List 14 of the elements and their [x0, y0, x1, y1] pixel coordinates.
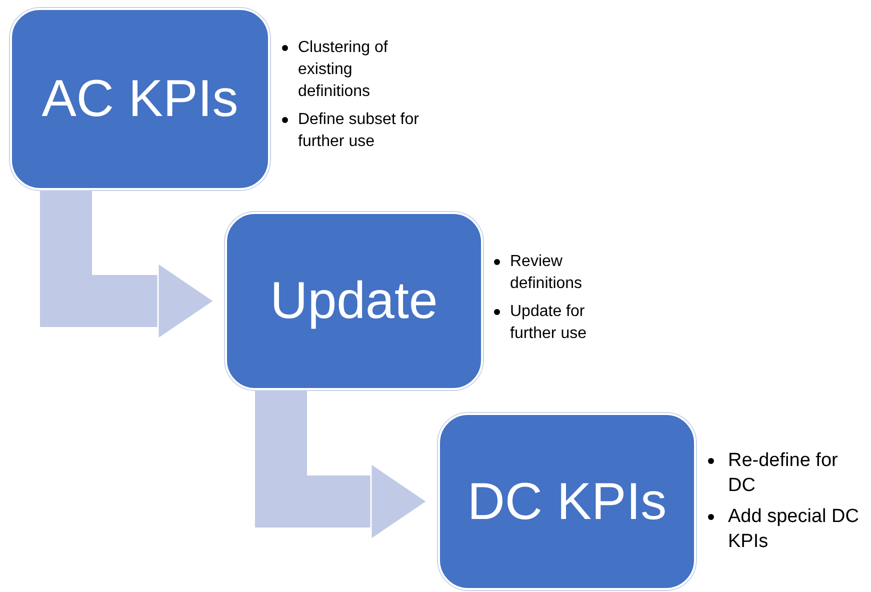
process-box	[10, 8, 270, 190]
bullet-text: Define subset for further use	[298, 110, 420, 152]
bullet-text: Clustering of existing definitions	[298, 38, 389, 102]
bullet-text: Update for further use	[510, 302, 588, 344]
process-box	[225, 212, 483, 390]
box-title: Update	[270, 271, 438, 331]
box-title: AC KPIs	[42, 69, 238, 129]
bent-arrow	[40, 190, 215, 340]
bullet-text: Re-define for DC	[728, 449, 839, 498]
bullet-text: Review definitions	[510, 252, 584, 294]
bullet-text: Add special DC KPIs	[728, 505, 860, 554]
bent-arrow	[255, 390, 428, 540]
box-title: DC KPIs	[467, 472, 667, 532]
process-box	[438, 413, 696, 590]
